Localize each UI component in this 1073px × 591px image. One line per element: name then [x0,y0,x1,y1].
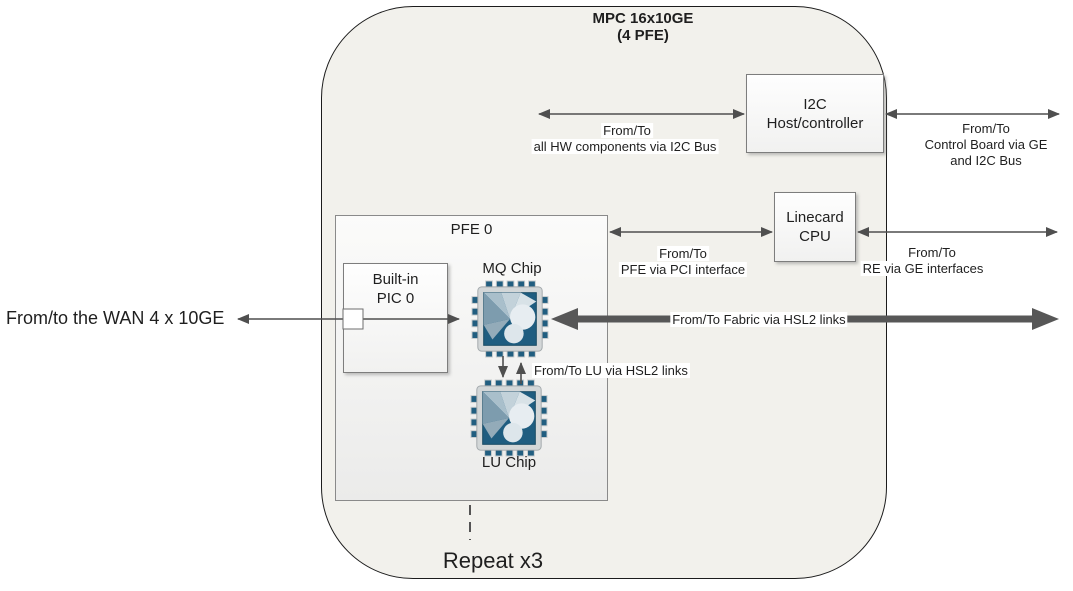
fabric-label: From/To Fabric via HSL2 links [670,312,848,327]
module-title-line2: (4 PFE) [617,27,669,44]
i2c-bus-label-line2: all HW components via I2C Bus [531,139,719,154]
cpu-label-line2: CPU [799,228,831,245]
control-board-label-line3: and I2C Bus [948,153,1024,168]
module-title: MPC 16x10GE (4 PFE) [593,10,694,44]
control-board-label-line2: Control Board via GE [922,137,1050,152]
mq-chip-icon [471,280,549,358]
control-board-label-line1: From/To [960,121,1012,136]
lu-chip-icon [470,379,548,457]
mq-chip-label: MQ Chip [482,260,542,277]
lu-chip-label: LU Chip [481,454,537,471]
pfe0-title: PFE 0 [450,221,493,238]
module-title-line1: MPC 16x10GE [592,10,694,27]
re-ge-label-line1: From/To [906,245,958,260]
pci-label-line2: PFE via PCI interface [618,262,748,277]
i2c-host-controller-box: I2C Host/controller [746,74,884,153]
builtin-pic0-box: Built-in PIC 0 [343,263,448,373]
i2c-bus-label-line1: From/To [601,123,653,138]
wan-label: From/to the WAN 4 x 10GE [6,308,225,328]
pci-label-line1: From/To [657,246,709,261]
re-ge-label-line2: RE via GE interfaces [860,261,986,276]
i2c-label-line2: Host/controller [766,114,864,132]
cpu-label-line1: Linecard [786,209,844,226]
linecard-cpu-box: Linecard CPU [774,192,856,262]
lu-link-label: From/To LU via HSL2 links [532,363,690,378]
pic-label-line1: Built-in [372,271,419,288]
repeat-label: Repeat x3 [442,548,544,573]
pic-label-line2: PIC 0 [376,290,415,307]
i2c-label-line1: I2C [803,95,827,113]
